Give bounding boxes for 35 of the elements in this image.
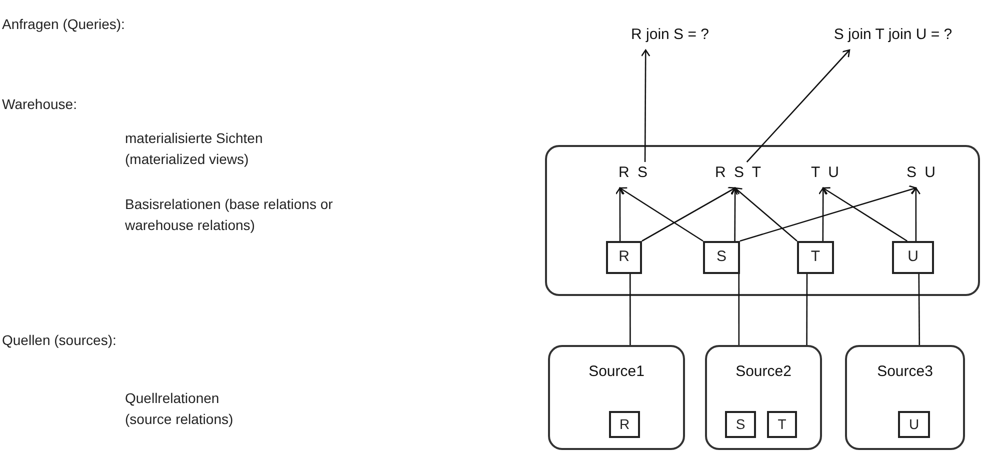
arrow xyxy=(746,49,850,162)
relation-box: T xyxy=(767,411,797,438)
relation-box: R xyxy=(609,411,640,438)
arrow xyxy=(740,185,917,242)
source-box: Source3 U xyxy=(845,345,965,450)
label-text: materialisierte Sichten (materialized views) xyxy=(125,129,264,169)
arrow xyxy=(619,187,704,242)
view-label: R S xyxy=(615,162,653,188)
arrow xyxy=(818,187,828,241)
label-text: Quellrelationen (source relations) xyxy=(125,389,234,429)
relation-box: U xyxy=(892,241,934,274)
label-text: Anfragen (Queries): xyxy=(2,15,126,34)
view-label: T U xyxy=(808,162,844,188)
label-text: Quellen (sources): xyxy=(2,331,118,350)
warehouse-box xyxy=(545,145,980,296)
source-box: Source2 S T xyxy=(705,345,822,450)
relation-box: T xyxy=(797,241,834,274)
view-label: R S T xyxy=(711,162,767,188)
view-label: S U xyxy=(903,162,941,188)
label-text: Basisrelationen (base relations or warehouse relations) xyxy=(125,195,334,235)
arrow xyxy=(642,186,736,242)
relation-box: S xyxy=(703,241,740,274)
arrow xyxy=(640,49,650,162)
relation-box: S xyxy=(725,411,756,438)
relation-box: R xyxy=(606,241,642,274)
arrow xyxy=(911,187,921,241)
arrow xyxy=(730,187,740,241)
arrow xyxy=(734,187,798,242)
arrow xyxy=(615,187,625,241)
query-text: S join T join U = ? xyxy=(806,24,980,50)
relation-box: U xyxy=(898,411,930,438)
label-text: Warehouse: xyxy=(2,95,78,114)
arrow xyxy=(822,187,908,242)
query-text: R join S = ? xyxy=(612,24,728,50)
source-box: Source1 R xyxy=(548,345,685,450)
